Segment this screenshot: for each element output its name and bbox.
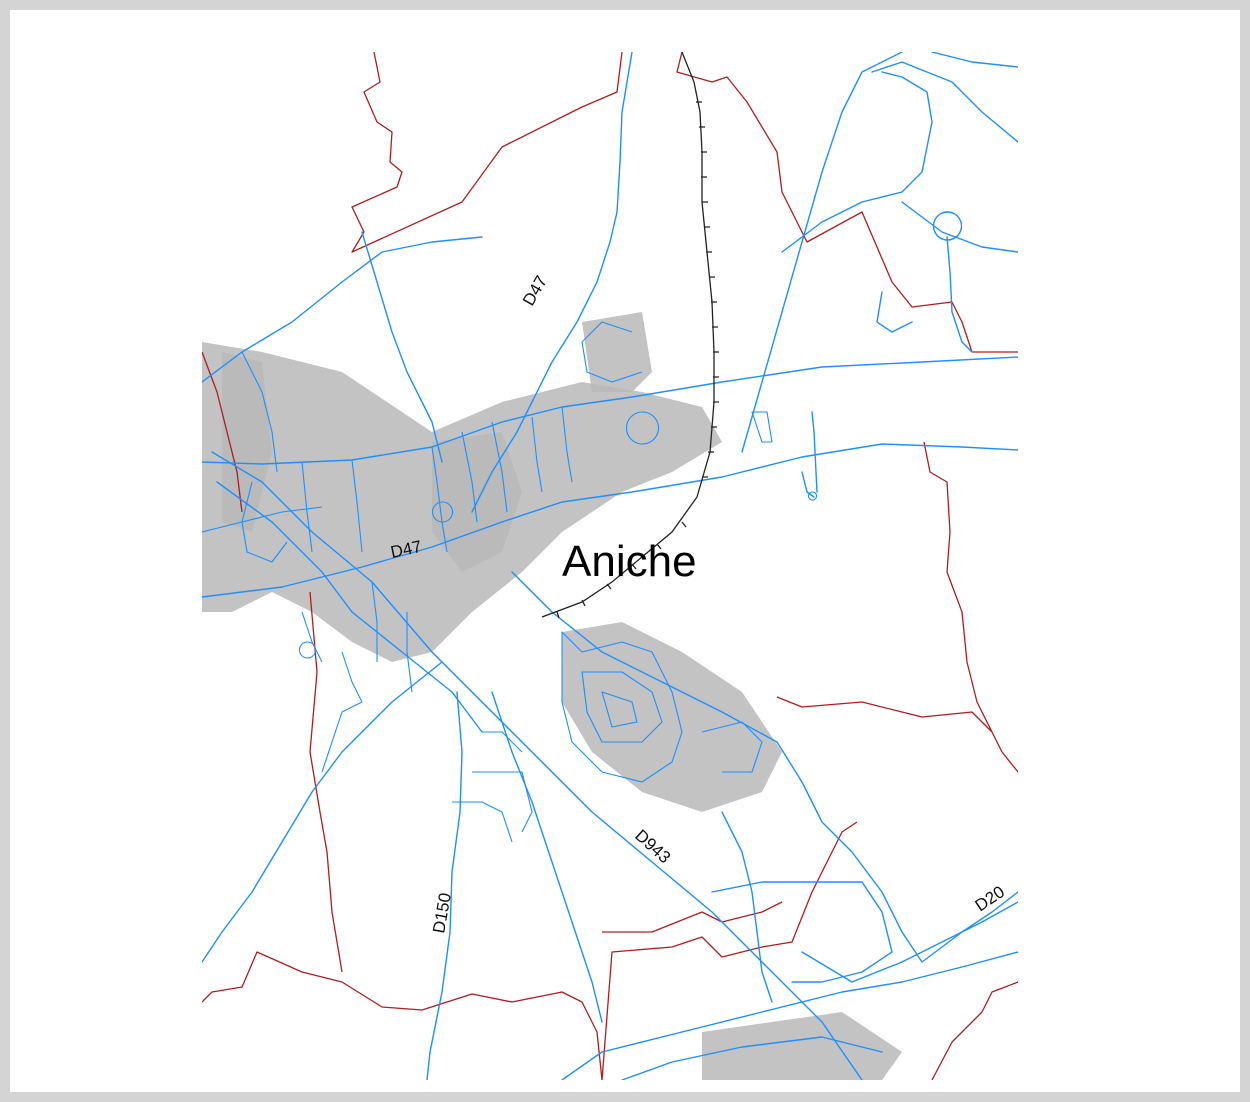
road-main-south [202,443,1018,598]
road-d150 [426,691,463,1080]
road-label-d150: D150 [429,891,455,934]
road-network [202,52,1018,1080]
place-label-aniche: Aniche [562,537,697,586]
map-frame: D47 D47 D943 D150 D20 Aniche [10,10,1240,1092]
road-label-d47-north: D47 [519,272,551,309]
road-d20 [801,901,1018,983]
road-d943 [211,451,863,1080]
map-canvas: D47 D47 D943 D150 D20 Aniche [202,52,1018,1080]
road-label-d943: D943 [631,826,674,867]
railway-line [541,52,719,619]
commune-boundaries [202,52,1018,1080]
built-up-areas [202,312,902,1080]
map-viewport[interactable]: D47 D47 D943 D150 D20 Aniche [202,52,1018,1080]
